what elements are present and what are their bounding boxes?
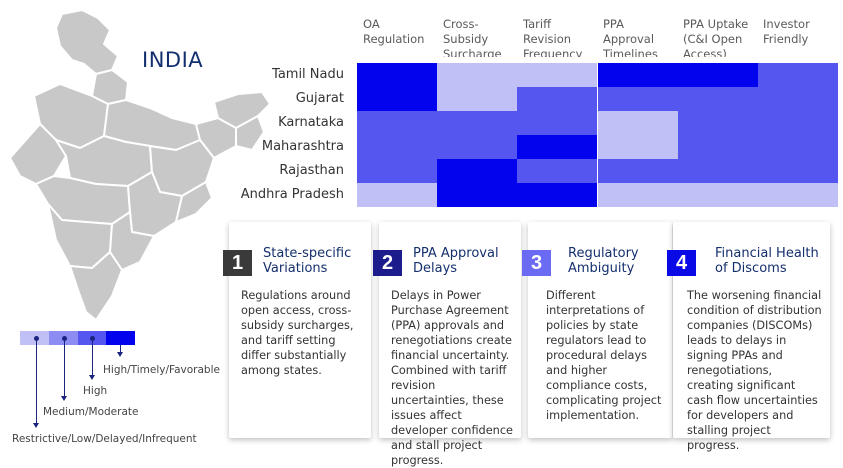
heatmap-cell bbox=[437, 63, 518, 87]
heatmap-cell bbox=[758, 159, 838, 183]
card-regulatory-ambiguity: 3 Regulatory Ambiguity Different interpr… bbox=[522, 222, 672, 438]
heatmap-grid bbox=[357, 63, 838, 207]
heatmap-cell bbox=[517, 135, 598, 159]
column-header-tariff-revision: Tariff Revision Frequency bbox=[523, 17, 583, 57]
heatmap-cell bbox=[517, 87, 598, 111]
card-number-badge: 2 bbox=[373, 250, 402, 276]
row-label-rajasthan: Rajasthan bbox=[279, 163, 344, 178]
heatmap-cell bbox=[357, 183, 437, 207]
legend-label-restrictive: Restrictive/Low/Delayed/Infrequent bbox=[12, 433, 197, 445]
heatmap-cell bbox=[758, 87, 838, 111]
card-state-specific-variations: 1 State-specific Variations Regulations … bbox=[223, 222, 371, 438]
column-header-ppa-uptake: PPA Uptake (C&I Open Access) bbox=[683, 17, 749, 57]
row-label-maharashtra: Maharashtra bbox=[261, 139, 344, 154]
card-panel bbox=[673, 222, 830, 438]
heatmap-cell bbox=[517, 183, 598, 207]
card-body: Delays in Power Purchase Agreement (PPA)… bbox=[391, 289, 514, 467]
card-body: Regulations around open access, cross-su… bbox=[241, 289, 354, 377]
heatmap-cell bbox=[437, 135, 518, 159]
heatmap-cell bbox=[677, 63, 758, 87]
heatmap-cell bbox=[597, 87, 678, 111]
card-number-badge: 1 bbox=[223, 250, 252, 276]
heatmap-cell bbox=[677, 183, 758, 207]
heatmap-cell bbox=[517, 111, 598, 135]
heatmap-cell bbox=[357, 159, 437, 183]
legend-leader-line bbox=[120, 345, 121, 353]
card-body: Different interpretations of policies by… bbox=[546, 289, 662, 422]
row-label-karnataka: Karnataka bbox=[278, 115, 344, 130]
heatmap-cell bbox=[437, 87, 518, 111]
heatmap-cell bbox=[357, 87, 437, 111]
heatmap-cell bbox=[758, 135, 838, 159]
heatmap-cell bbox=[597, 183, 678, 207]
legend-marker bbox=[34, 336, 39, 341]
card-number-badge: 3 bbox=[522, 250, 551, 276]
heatmap-cell bbox=[517, 159, 598, 183]
heatmap-cell bbox=[758, 63, 838, 87]
heatmap-cell bbox=[677, 159, 758, 183]
legend-label-high-timely-favorable: High/Timely/Favorable bbox=[103, 364, 220, 376]
heatmap-cell bbox=[437, 159, 518, 183]
row-label-tamil-nadu: Tamil Nadu bbox=[272, 67, 344, 82]
card-body: The worsening financial condition of dis… bbox=[687, 289, 822, 452]
heatmap-cell bbox=[677, 111, 758, 135]
heatmap-cell bbox=[597, 111, 678, 135]
row-label-gujarat: Gujarat bbox=[295, 91, 344, 106]
column-header-cross-subsidy: Cross-Subsidy Surcharge bbox=[443, 17, 502, 57]
legend-swatch bbox=[106, 331, 135, 345]
heatmap-cell bbox=[758, 111, 838, 135]
legend-marker bbox=[62, 336, 67, 341]
legend-leader-line bbox=[64, 340, 65, 397]
heatmap-cell bbox=[677, 87, 758, 111]
heatmap-cell bbox=[357, 111, 437, 135]
country-label: INDIA bbox=[142, 48, 204, 72]
legend-label-medium-moderate: Medium/Moderate bbox=[43, 406, 139, 418]
column-header-ppa-approval: PPA Approval Timelines bbox=[603, 17, 658, 57]
column-header-investor-friendly: Investor Friendly bbox=[763, 17, 810, 46]
legend-arrow bbox=[33, 423, 39, 428]
heatmap-cell bbox=[517, 63, 598, 87]
legend-leader-line bbox=[92, 340, 93, 376]
legend-arrow bbox=[61, 396, 67, 401]
heatmap-cell bbox=[357, 135, 437, 159]
legend-label-high: High bbox=[83, 385, 108, 397]
heatmap-cell bbox=[597, 135, 678, 159]
heatmap-cell bbox=[758, 183, 838, 207]
legend-arrow bbox=[89, 375, 95, 380]
india-map bbox=[9, 9, 271, 321]
legend-arrow bbox=[117, 352, 123, 357]
heatmap-cell bbox=[597, 63, 678, 87]
heatmap-cell bbox=[437, 111, 518, 135]
card-title: Regulatory Ambiguity bbox=[568, 246, 639, 276]
card-panel bbox=[528, 222, 672, 438]
card-title: PPA Approval Delays bbox=[413, 246, 499, 276]
column-header-oa-regulation: OA Regulation bbox=[363, 17, 425, 46]
card-panel bbox=[229, 222, 371, 438]
card-title: Financial Health of Discoms bbox=[715, 246, 819, 276]
card-financial-health-of-discoms: 4 Financial Health of Discoms The worsen… bbox=[667, 222, 830, 452]
legend-marker bbox=[90, 336, 95, 341]
card-panel bbox=[379, 222, 521, 438]
card-title: State-specific Variations bbox=[263, 246, 352, 276]
heatmap-cell bbox=[437, 183, 518, 207]
heatmap-cell bbox=[597, 159, 678, 183]
row-label-andhra-pradesh: Andhra Pradesh bbox=[240, 187, 344, 202]
card-ppa-approval-delays: 2 PPA Approval Delays Delays in Power Pu… bbox=[373, 222, 521, 467]
heatmap-cell bbox=[357, 63, 437, 87]
heatmap-cell bbox=[677, 135, 758, 159]
card-number-badge: 4 bbox=[667, 250, 696, 276]
legend-leader-line bbox=[36, 340, 37, 424]
